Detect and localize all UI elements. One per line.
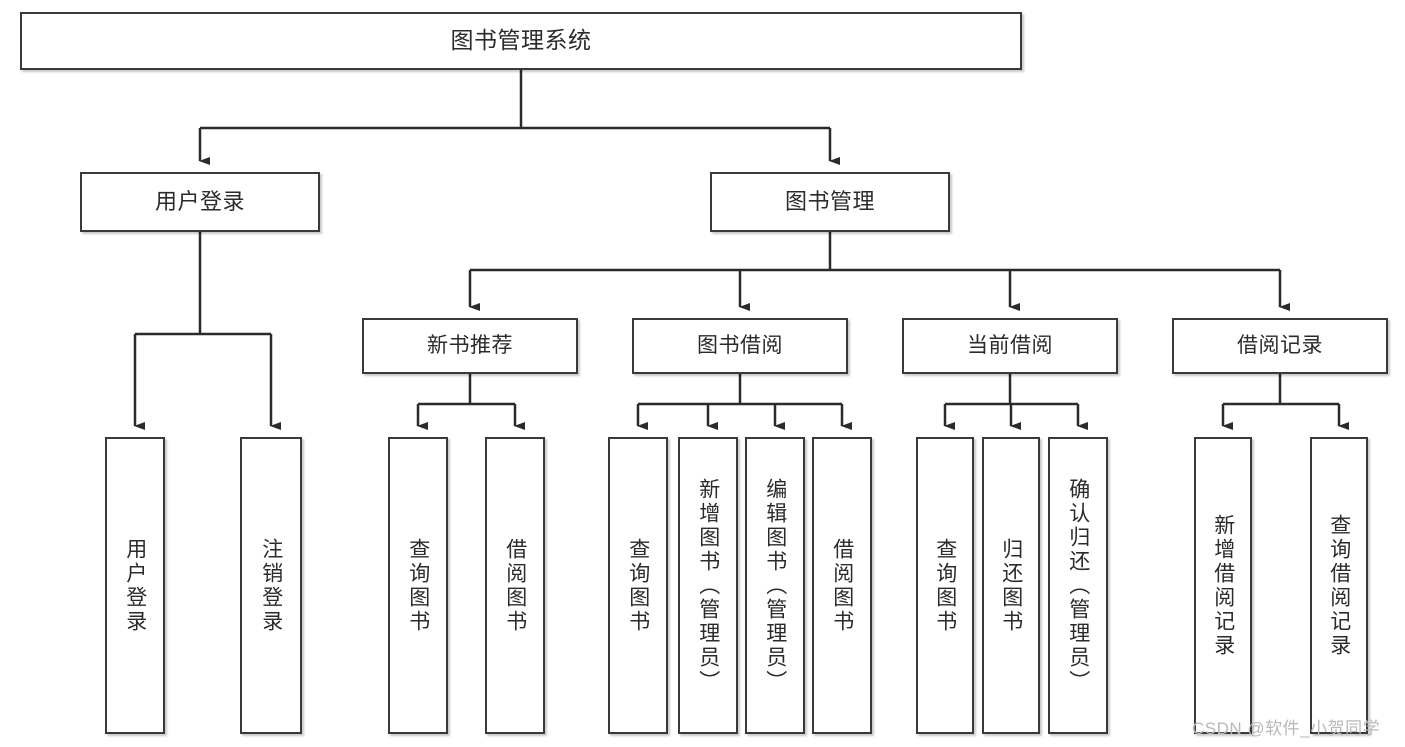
node-root[interactable]: 图书管理系统 <box>20 12 1022 70</box>
node-leaf-return-book[interactable]: 归还图书 <box>982 437 1040 734</box>
node-leaf-query-book-3[interactable]: 查询图书 <box>916 437 974 734</box>
node-label: 用户登录 <box>154 188 245 214</box>
node-label: 新增借阅记录 <box>1211 513 1235 658</box>
node-leaf-query-book-2[interactable]: 查询图书 <box>608 437 668 734</box>
node-leaf-query-book-1[interactable]: 查询图书 <box>388 437 448 734</box>
node-label: 当前借阅 <box>967 334 1053 358</box>
node-label: 用户登录 <box>123 537 147 634</box>
node-book-borrow[interactable]: 图书借阅 <box>632 318 848 374</box>
node-label: 查询借阅记录 <box>1327 513 1351 658</box>
node-leaf-borrow-book-2[interactable]: 借阅图书 <box>812 437 872 734</box>
node-new-book-rec[interactable]: 新书推荐 <box>362 318 578 374</box>
node-leaf-add-book[interactable]: 新增图书（管理员） <box>678 437 738 734</box>
node-label: 新书推荐 <box>427 334 513 358</box>
node-leaf-query-record[interactable]: 查询借阅记录 <box>1310 437 1368 734</box>
node-leaf-add-record[interactable]: 新增借阅记录 <box>1194 437 1252 734</box>
node-leaf-confirm-return[interactable]: 确认归还（管理员） <box>1048 437 1108 734</box>
node-label: 注销登录 <box>259 537 283 634</box>
node-book-manage[interactable]: 图书管理 <box>710 172 950 232</box>
csdn-watermark: CSDN @软件_小贺同学 <box>1192 719 1381 738</box>
node-label: 查询图书 <box>626 537 650 634</box>
node-label: 借阅图书 <box>830 537 854 634</box>
node-borrow-record[interactable]: 借阅记录 <box>1172 318 1388 374</box>
node-label: 借阅记录 <box>1237 334 1323 358</box>
node-leaf-edit-book[interactable]: 编辑图书（管理员） <box>745 437 805 734</box>
node-label: 图书管理 <box>784 188 875 214</box>
node-leaf-user-login[interactable]: 用户登录 <box>105 437 165 734</box>
node-label: 查询图书 <box>933 537 957 634</box>
node-label: 借阅图书 <box>503 537 527 634</box>
node-label: 新增图书（管理员） <box>696 477 720 694</box>
node-current-borrow[interactable]: 当前借阅 <box>902 318 1118 374</box>
node-leaf-user-logout[interactable]: 注销登录 <box>240 437 302 734</box>
node-user-login[interactable]: 用户登录 <box>80 172 320 232</box>
node-label: 归还图书 <box>999 537 1023 634</box>
node-label: 编辑图书（管理员） <box>763 477 787 694</box>
node-label: 确认归还（管理员） <box>1066 477 1090 694</box>
node-label: 图书借阅 <box>697 334 783 358</box>
node-leaf-borrow-book-1[interactable]: 借阅图书 <box>485 437 545 734</box>
node-label: 图书管理系统 <box>450 27 592 54</box>
node-label: 查询图书 <box>406 537 430 634</box>
